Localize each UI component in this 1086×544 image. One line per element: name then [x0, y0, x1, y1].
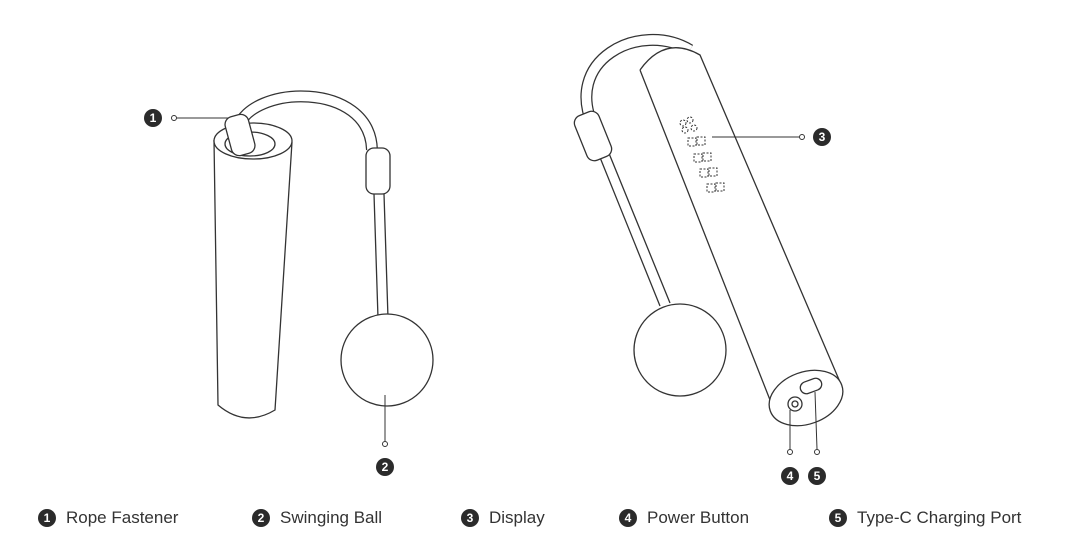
- legend-item-display: 3 Display: [461, 508, 545, 528]
- number-badge: 3: [461, 509, 479, 527]
- callout-badges: 1 2 3 4 5: [144, 109, 831, 485]
- left-handle-view: [213, 90, 434, 419]
- legend-item-power-button: 4 Power Button: [619, 508, 749, 528]
- legend-label: Type-C Charging Port: [857, 508, 1022, 527]
- callout-4: 4: [787, 469, 794, 483]
- swinging-ball: [340, 313, 434, 407]
- number-badge: 4: [619, 509, 637, 527]
- legend: 1 Rope Fastener 2 Swinging Ball 3 Display 4…: [0, 508, 1086, 536]
- callout-1: 1: [150, 111, 157, 125]
- legend-label: Display: [489, 508, 545, 527]
- legend-label: Power Button: [647, 508, 750, 527]
- power-button: [787, 396, 803, 412]
- type-c-port: [799, 377, 823, 395]
- legend-label: Rope Fastener: [66, 508, 179, 527]
- legend-label: Swinging Ball: [280, 508, 383, 527]
- display: [679, 116, 725, 193]
- rope-fastener: [224, 113, 256, 157]
- callout-2: 2: [382, 460, 389, 474]
- number-badge: 2: [252, 509, 270, 527]
- number-badge: 5: [829, 509, 847, 527]
- legend-item-swinging-ball: 2 Swinging Ball: [252, 508, 382, 528]
- handle-end-cap: [768, 369, 844, 427]
- callout-3: 3: [819, 130, 826, 144]
- callout-5: 5: [814, 469, 821, 483]
- left-strap: [365, 147, 391, 195]
- left-handle: [213, 139, 293, 419]
- right-strap: [573, 110, 613, 162]
- number-badge: 1: [38, 509, 56, 527]
- callout-lines: [171, 115, 820, 455]
- legend-item-type-c-port: 5 Type-C Charging Port: [829, 508, 1021, 528]
- legend-item-rope-fastener: 1 Rope Fastener: [38, 508, 178, 528]
- right-handle-view: [573, 34, 844, 427]
